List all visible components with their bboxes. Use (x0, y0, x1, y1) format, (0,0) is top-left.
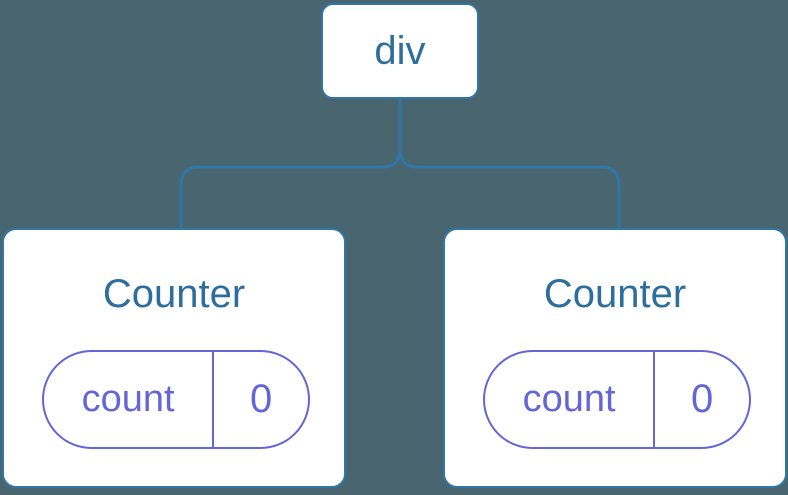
component-title: Counter (102, 272, 246, 316)
state-key-label: count (44, 352, 215, 447)
counter-component-node-left: Counter count 0 (2, 228, 346, 488)
connector-left-branch (179, 99, 402, 229)
tree-node-div-label: div (374, 28, 426, 73)
state-pill: count 0 (483, 350, 751, 449)
state-value: 0 (250, 377, 273, 421)
connector-right-branch (398, 99, 621, 229)
state-pill: count 0 (42, 350, 310, 449)
tree-node-div: div (321, 3, 479, 99)
counter-component-node-right: Counter count 0 (443, 228, 787, 488)
state-value: 0 (691, 377, 714, 421)
component-title: Counter (543, 272, 687, 316)
state-key-label: count (485, 352, 656, 447)
